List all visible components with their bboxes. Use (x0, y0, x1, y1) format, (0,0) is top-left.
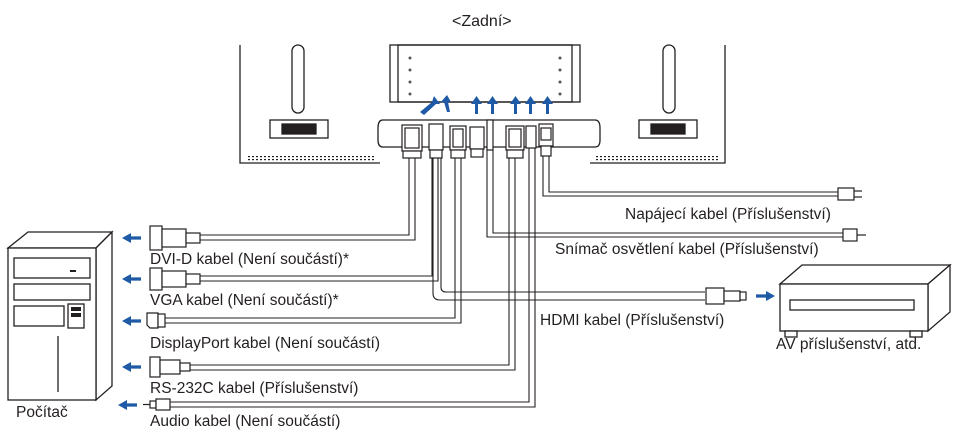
av-equipment-label: AV příslušenství, atd. (776, 336, 922, 353)
hdmi-cable-label: HDMI kabel (Příslušenství) (540, 312, 725, 329)
computer-label: Počítač (16, 404, 68, 421)
av-equipment-icon (778, 263, 952, 338)
dvi-cable-label: DVI-D kabel (Není součástí)* (150, 251, 349, 268)
port-arrows (420, 95, 553, 115)
left-arrows (118, 233, 141, 410)
monitor-rear-icon (239, 44, 726, 164)
cables (165, 148, 845, 408)
displayport-connector-icon (146, 312, 166, 329)
dvi-connector-icon (149, 225, 201, 251)
hdmi-plug-icon (705, 287, 747, 305)
vga-cable-label: VGA kabel (Není součástí)* (150, 292, 339, 309)
audio-plug-icon (143, 398, 171, 411)
rear-view-title: <Zadní> (452, 13, 512, 30)
power-plug-icon (837, 187, 862, 201)
rear-connectors (401, 119, 554, 159)
power-cable-label: Napájecí kabel (Příslušenství) (625, 206, 831, 223)
hdmi-arrow-icon (756, 291, 775, 301)
computer-buttons (70, 270, 81, 317)
sensor-plug-icon (842, 228, 866, 242)
displayport-cable-label: DisplayPort kabel (Není součástí) (150, 335, 381, 352)
vent-right (596, 155, 720, 161)
rs232c-connector-icon (149, 356, 191, 378)
rs232c-cable-label: RS-232C kabel (Příslušenství) (150, 380, 359, 397)
computer-icon (6, 230, 114, 402)
vent-left (246, 155, 374, 161)
audio-cable-label: Audio kabel (Není součástí) (150, 413, 341, 430)
vga-connector-icon (149, 267, 201, 291)
screw-dots (408, 56, 562, 96)
light-sensor-cable-label: Snímač osvětlení kabel (Příslušenství) (555, 241, 819, 258)
